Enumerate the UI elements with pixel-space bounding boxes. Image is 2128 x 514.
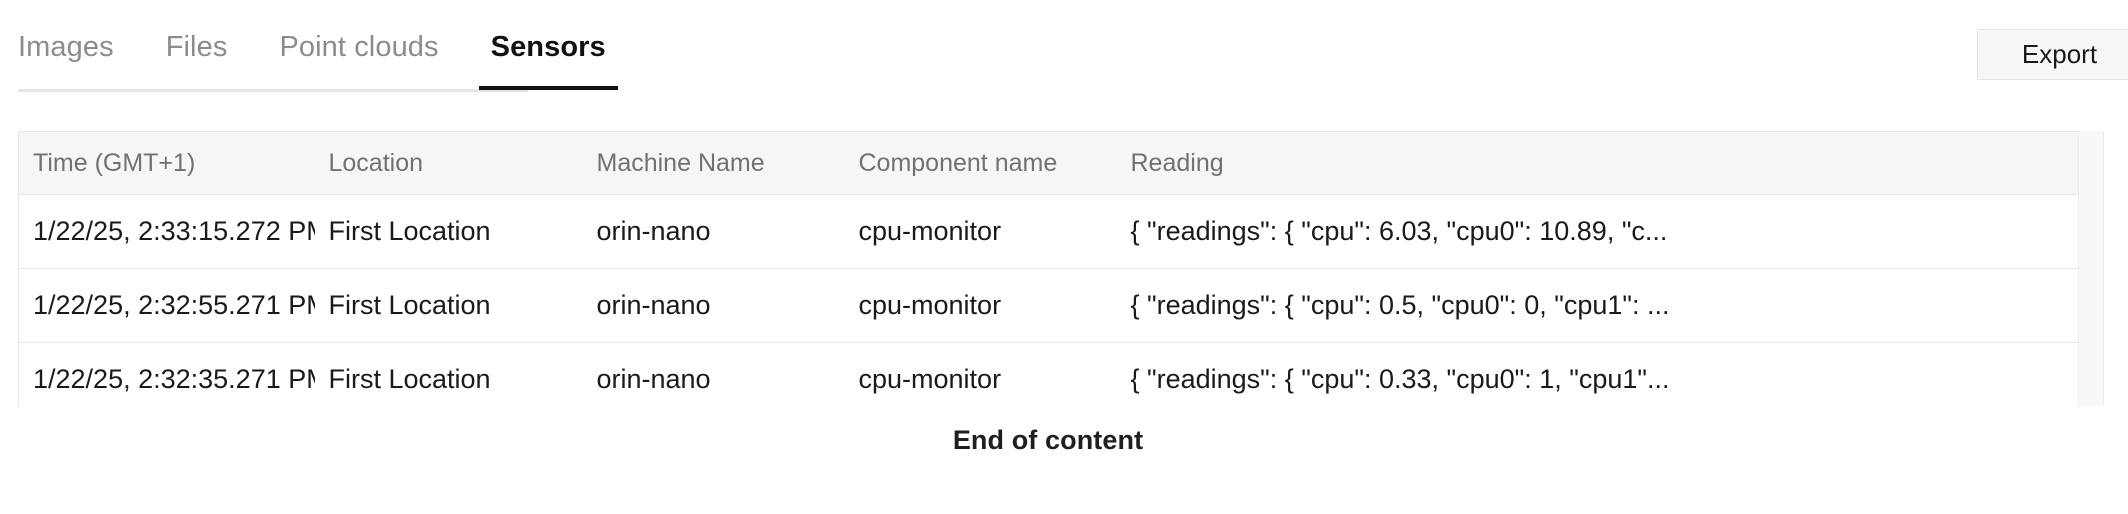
- table-row[interactable]: 1/22/25, 2:32:55.271 PM First Location o…: [18, 268, 2079, 343]
- sensors-table-container: Time (GMT+1) Location Machine Name Compo…: [18, 131, 2110, 406]
- cell-time: 1/22/25, 2:33:15.272 PM: [18, 194, 315, 269]
- table-header-row: Time (GMT+1) Location Machine Name Compo…: [18, 131, 2079, 195]
- tab-bar: Images Files Point clouds Sensors: [18, 12, 2110, 92]
- cell-location: First Location: [314, 342, 583, 406]
- column-header-machine-name[interactable]: Machine Name: [582, 131, 845, 195]
- cell-machine: orin-nano: [582, 194, 845, 269]
- cell-time: 1/22/25, 2:32:35.271 PM: [18, 342, 315, 406]
- cell-machine: orin-nano: [582, 342, 845, 406]
- tab-files[interactable]: Files: [166, 33, 228, 90]
- cell-component: cpu-monitor: [844, 342, 1117, 406]
- cell-component: cpu-monitor: [844, 194, 1117, 269]
- export-button[interactable]: Export: [1977, 29, 2128, 80]
- cell-reading: { "readings": { "cpu": 0.5, "cpu0": 0, "…: [1116, 268, 2079, 343]
- column-header-reading[interactable]: Reading: [1116, 131, 2079, 195]
- sensors-table: Time (GMT+1) Location Machine Name Compo…: [18, 131, 2079, 406]
- tab-bar-rule: [18, 89, 528, 92]
- cell-location: First Location: [314, 268, 583, 343]
- tab-sensors[interactable]: Sensors: [478, 33, 618, 90]
- tab-list: Images Files Point clouds Sensors: [18, 12, 2110, 90]
- tab-images[interactable]: Images: [18, 33, 114, 90]
- column-header-time[interactable]: Time (GMT+1): [18, 131, 315, 195]
- tab-point-clouds[interactable]: Point clouds: [279, 33, 438, 90]
- column-header-location[interactable]: Location: [314, 131, 583, 195]
- table-header: Time (GMT+1) Location Machine Name Compo…: [18, 131, 2079, 195]
- table-vertical-scrollbar[interactable]: [2078, 131, 2104, 406]
- cell-reading: { "readings": { "cpu": 0.33, "cpu0": 1, …: [1116, 342, 2079, 406]
- column-header-component-name[interactable]: Component name: [844, 131, 1117, 195]
- cell-reading: { "readings": { "cpu": 6.03, "cpu0": 10.…: [1116, 194, 2079, 269]
- cell-machine: orin-nano: [582, 268, 845, 343]
- cell-component: cpu-monitor: [844, 268, 1117, 343]
- table-body: 1/22/25, 2:33:15.272 PM First Location o…: [18, 194, 2079, 406]
- table-row[interactable]: 1/22/25, 2:32:35.271 PM First Location o…: [18, 342, 2079, 406]
- sensors-table-scroll[interactable]: Time (GMT+1) Location Machine Name Compo…: [18, 131, 2110, 406]
- cell-location: First Location: [314, 194, 583, 269]
- table-row[interactable]: 1/22/25, 2:33:15.272 PM First Location o…: [18, 194, 2079, 269]
- end-of-content-label: End of content: [952, 425, 1144, 455]
- cell-time: 1/22/25, 2:32:55.271 PM: [18, 268, 315, 343]
